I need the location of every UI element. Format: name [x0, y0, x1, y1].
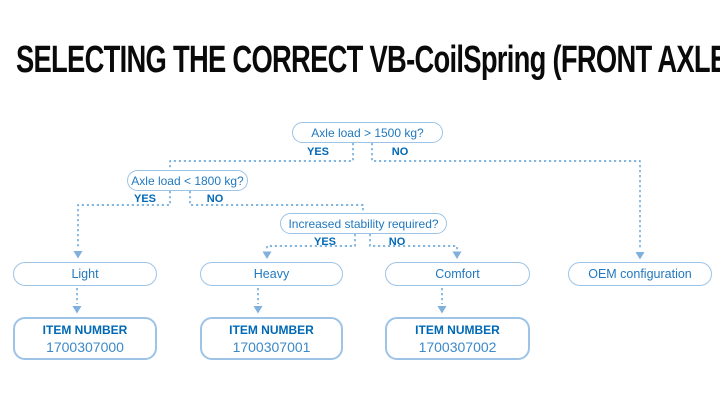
result-label: OEM configuration [588, 267, 692, 281]
result-comfort: Comfort [385, 262, 530, 286]
item-number-value: 1700307001 [232, 338, 311, 355]
result-label: Heavy [253, 267, 290, 281]
decision2-yes-label: YES [133, 193, 156, 205]
result-light: Light [13, 262, 157, 286]
item-number-value: 1700307002 [418, 338, 497, 355]
decision-question: Axle load > 1500 kg? [311, 125, 424, 140]
decision-increased-stability: Increased stability required? [280, 213, 447, 234]
decision3-yes-label: YES [313, 236, 336, 248]
result-label: Comfort [435, 267, 480, 281]
decision1-yes-label: YES [306, 146, 329, 158]
decision-question: Increased stability required? [288, 216, 439, 231]
item-number-box-light: ITEM NUMBER 1700307000 [13, 317, 157, 360]
item-number-heading: ITEM NUMBER [42, 322, 128, 337]
decision2-no-label: NO [206, 193, 224, 205]
page-title: SELECTING THE CORRECT VB-CoilSpring (FRO… [16, 39, 720, 81]
decision3-no-label: NO [388, 236, 406, 248]
item-number-box-heavy: ITEM NUMBER 1700307001 [200, 317, 343, 360]
item-number-heading: ITEM NUMBER [229, 322, 314, 337]
decision1-no-label: NO [391, 146, 409, 158]
result-heavy: Heavy [200, 262, 343, 286]
result-label: Light [71, 267, 99, 281]
item-number-heading: ITEM NUMBER [415, 322, 500, 337]
decision-axle-load-under-1800: Axle load < 1800 kg? [127, 170, 248, 191]
item-number-box-comfort: ITEM NUMBER 1700307002 [385, 317, 530, 360]
item-number-value: 1700307000 [46, 338, 124, 355]
decision-axle-load-over-1500: Axle load > 1500 kg? [292, 122, 443, 143]
result-oem-configuration: OEM configuration [568, 262, 712, 286]
decision-question: Axle load < 1800 kg? [131, 173, 244, 188]
arrowheads [72, 251, 645, 314]
